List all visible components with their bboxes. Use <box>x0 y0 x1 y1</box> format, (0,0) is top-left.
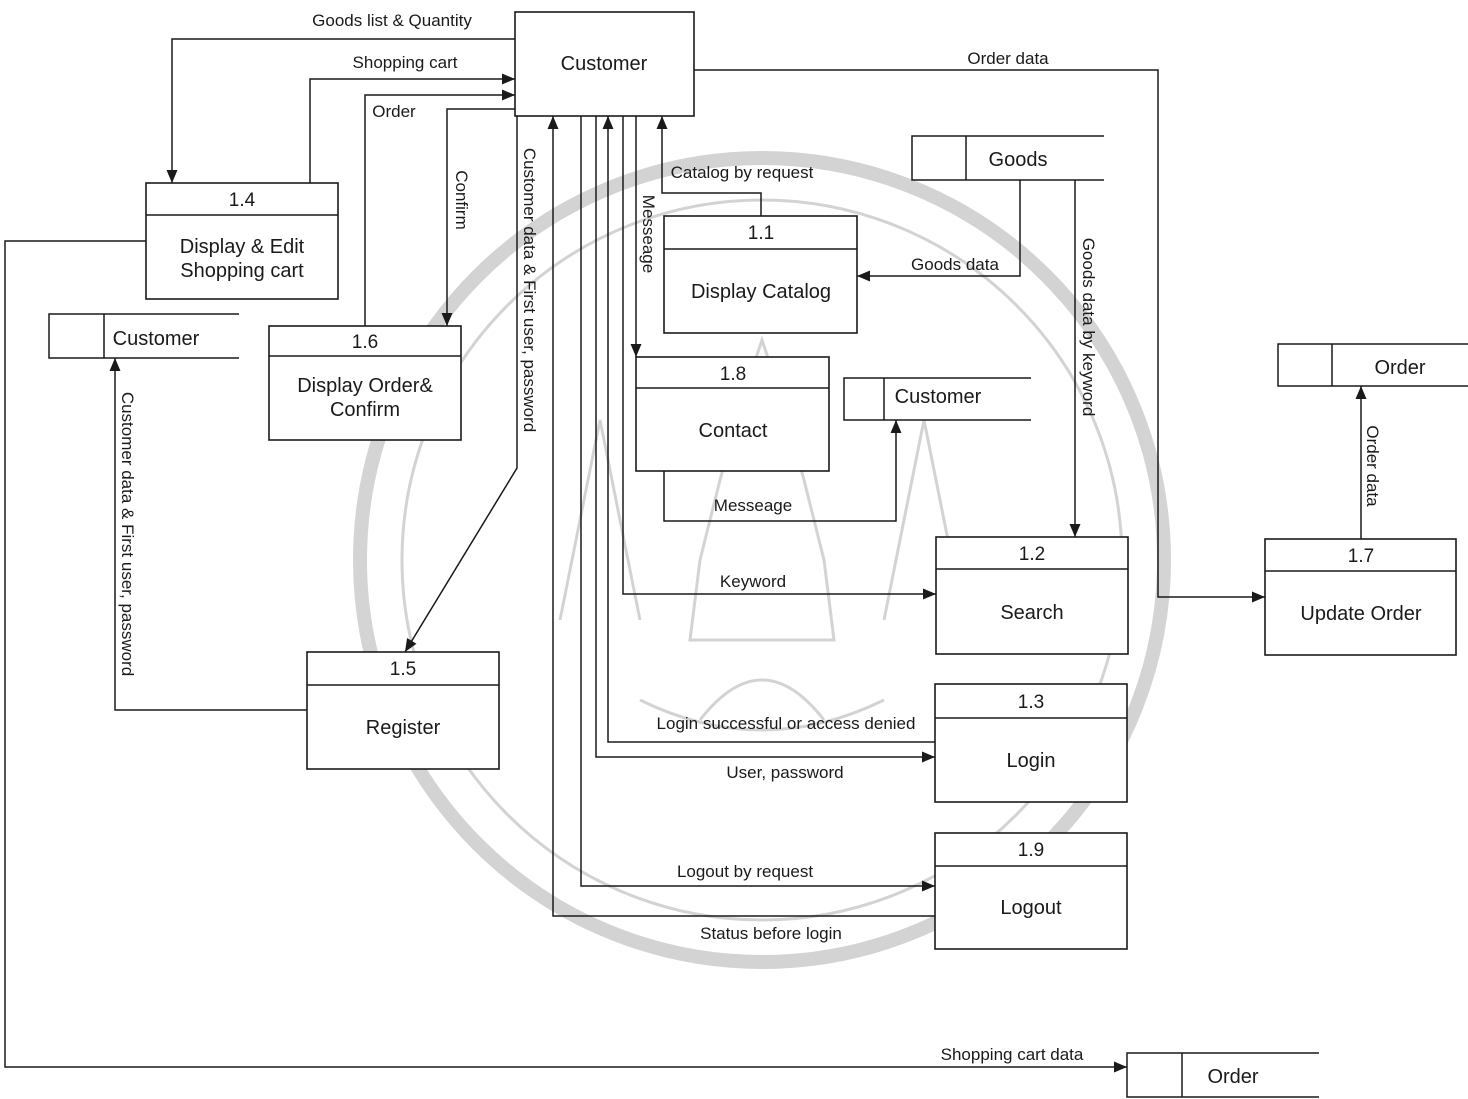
process-1-4: 1.4 Display & Edit Shopping cart <box>145 182 339 300</box>
flow-line-order <box>364 94 515 326</box>
flow-label-order-data-to-store: Order data <box>1363 425 1382 507</box>
flow-labels: Goods list & Quantity Shopping cart Orde… <box>118 11 1382 1064</box>
flow-line-message-to-store <box>663 420 897 522</box>
arrowhead-status-before-login <box>547 116 559 129</box>
flow-label-catalog-by-request: Catalog by request <box>671 163 814 182</box>
arrowhead-order <box>502 89 515 101</box>
flow-lines <box>4 38 1367 1073</box>
arrowhead-logout-by-request <box>922 880 935 892</box>
flow-label-message-to-store: Messeage <box>714 496 792 515</box>
process-number: 1.1 <box>748 223 774 244</box>
flow-line-logout-by-request <box>580 116 935 887</box>
arrowhead-goods-data <box>857 270 870 282</box>
flow-line-confirm <box>446 108 515 326</box>
store-label: Order <box>1207 1066 1258 1088</box>
store-label: Customer <box>895 386 982 408</box>
arrowhead-message-to-store <box>890 420 902 433</box>
flow-line-status-before-login <box>552 116 935 917</box>
process-number: 1.4 <box>229 190 256 211</box>
flow-line-customer-data-to-store <box>114 358 307 711</box>
process-number: 1.6 <box>352 332 378 353</box>
process-name: Confirm <box>330 399 400 421</box>
flow-label-goods-data-by-keyword: Goods data by keyword <box>1079 238 1098 417</box>
flow-label-message: Messeage <box>639 195 658 273</box>
flow-label-shopping-cart: Shopping cart <box>353 53 458 72</box>
store-customer-left: Customer <box>48 313 239 359</box>
arrowhead-customer-data <box>405 638 417 652</box>
flow-line-shopping-cart-data <box>4 240 1127 1068</box>
store-goods: Goods <box>911 135 1104 181</box>
flow-line-goods-data <box>857 180 1021 277</box>
flow-label-user-password: User, password <box>726 763 843 782</box>
flow-line-catalog-by-request <box>661 116 762 216</box>
store-label: Order <box>1374 357 1425 379</box>
arrowhead-message-to-contact <box>630 344 642 357</box>
process-name: Logout <box>1000 897 1062 919</box>
flow-label-customer-data: Customer data & First user, password <box>520 148 539 432</box>
arrowhead-goods-list-quantity <box>166 170 178 183</box>
flow-label-customer-data-to-store: Customer data & First user, password <box>118 392 137 676</box>
flow-label-order: Order <box>372 102 416 121</box>
flow-label-shopping-cart-data: Shopping cart data <box>941 1045 1084 1064</box>
flow-label-keyword: Keyword <box>720 572 786 591</box>
process-number: 1.2 <box>1019 544 1045 565</box>
process-name: Update Order <box>1300 603 1422 625</box>
process-name: Display Order& <box>297 375 433 397</box>
process-number: 1.3 <box>1018 692 1044 713</box>
store-order-bottom: Order <box>1126 1052 1319 1098</box>
process-1-7: 1.7 Update Order <box>1264 538 1457 656</box>
flow-label-logout-by-request: Logout by request <box>677 862 813 881</box>
process-1-2: 1.2 Search <box>935 536 1129 655</box>
store-label: Customer <box>113 328 200 350</box>
arrowhead-shopping-cart-data <box>1114 1061 1127 1073</box>
process-name: Login <box>1007 750 1056 772</box>
flow-label-status-before-login: Status before login <box>700 924 842 943</box>
arrowhead-order-data-to-store <box>1355 386 1367 399</box>
arrowhead-catalog-by-request <box>656 116 668 129</box>
process-name: Display & Edit <box>180 236 305 258</box>
process-1-8: 1.8 Contact <box>635 356 830 472</box>
process-name: Display Catalog <box>691 281 831 303</box>
flow-line-order-data <box>694 69 1265 598</box>
process-1-9: 1.9 Logout <box>934 832 1128 950</box>
flow-line-customer-data <box>404 116 518 653</box>
process-1-5: 1.5 Register <box>306 651 500 770</box>
arrowhead-user-password <box>922 751 935 763</box>
flow-label-confirm: Confirm <box>452 170 471 230</box>
customer-entity-label: Customer <box>561 53 648 75</box>
flow-label-order-data: Order data <box>967 49 1049 68</box>
process-number: 1.7 <box>1348 546 1374 567</box>
arrowhead-customer-data-to-store <box>109 358 121 371</box>
flow-label-goods-data: Goods data <box>911 255 999 274</box>
process-number: 1.9 <box>1018 840 1044 861</box>
flow-line-shopping-cart <box>309 78 515 183</box>
process-name: Search <box>1000 602 1063 624</box>
flow-line-login-result <box>607 116 935 743</box>
flow-line-user-password <box>595 116 935 758</box>
process-name: Register <box>366 717 441 739</box>
process-name: Shopping cart <box>180 260 304 282</box>
store-order-right: Order <box>1277 343 1468 387</box>
customer-entity-box <box>514 11 695 117</box>
process-number: 1.8 <box>720 364 746 385</box>
diagram-nodes: Customer 1.4 Display & Edit Shopping car… <box>48 11 1468 1098</box>
process-1-1: 1.1 Display Catalog <box>663 215 858 334</box>
arrowhead-goods-data-by-keyword <box>1069 524 1081 537</box>
process-name: Contact <box>699 420 768 442</box>
flow-line-goods-list-quantity <box>171 38 515 183</box>
process-1-3: 1.3 Login <box>934 683 1128 803</box>
arrowhead-keyword <box>923 588 936 600</box>
flow-label-goods-list-quantity: Goods list & Quantity <box>312 11 472 30</box>
arrowhead-confirm <box>441 313 453 326</box>
process-number: 1.5 <box>390 659 416 680</box>
arrowhead-shopping-cart <box>502 73 515 85</box>
arrowhead-login-result <box>602 116 614 129</box>
arrowhead-order-data <box>1252 591 1265 603</box>
store-customer-mid: Customer <box>843 377 1031 421</box>
store-label: Goods <box>989 149 1048 171</box>
flow-label-login-result: Login successful or access denied <box>657 714 916 733</box>
process-1-6: 1.6 Display Order& Confirm <box>268 325 462 441</box>
flow-line-keyword <box>622 116 936 595</box>
